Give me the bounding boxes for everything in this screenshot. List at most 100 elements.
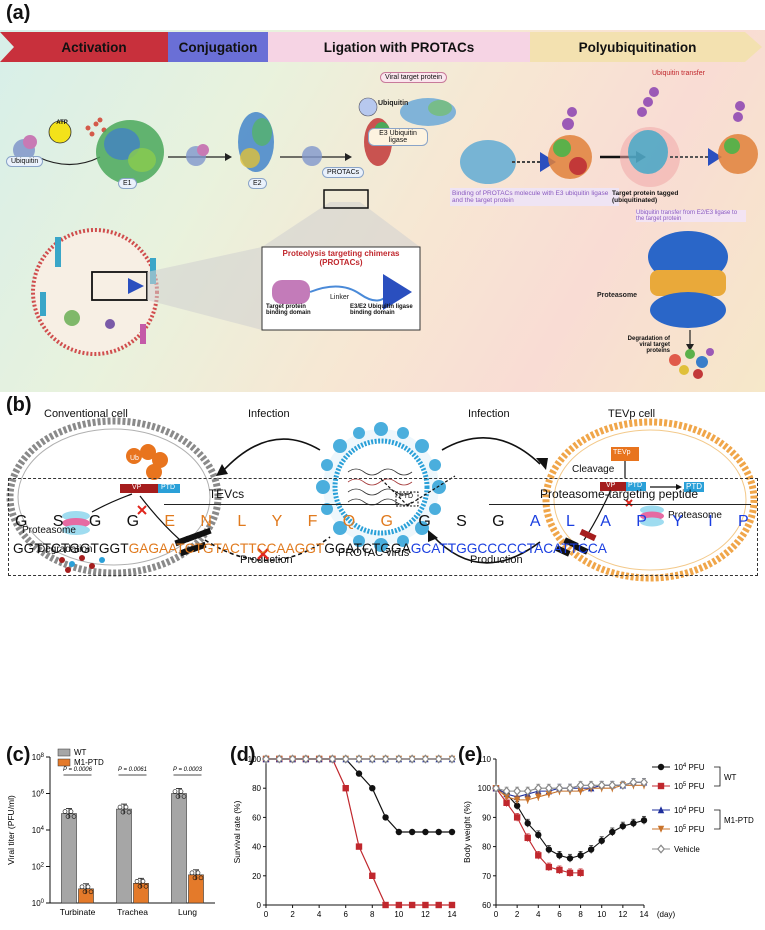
data-point xyxy=(395,901,403,909)
amino-acid-letter: G xyxy=(492,513,505,530)
data-point xyxy=(315,754,324,764)
legend-bracket xyxy=(714,766,721,787)
data-point xyxy=(355,770,363,777)
data-point xyxy=(492,783,500,793)
data-point xyxy=(435,828,442,836)
data-point xyxy=(523,786,532,796)
proteasome-icon xyxy=(648,231,728,328)
data-point xyxy=(68,809,74,814)
data-point xyxy=(503,793,510,801)
amino-acid-letter: Q xyxy=(342,513,356,530)
amino-acid-letter: N xyxy=(200,513,212,530)
data-point xyxy=(275,754,284,764)
data-point xyxy=(577,787,584,795)
data-point xyxy=(301,754,310,764)
panel-a: (a) Activation Conjugation Ligation with… xyxy=(0,0,765,392)
dna-segment-tevcs: GAGAATCTGTACTTCCAAGGT xyxy=(128,541,325,556)
data-point xyxy=(394,754,403,764)
arrow-icon xyxy=(37,156,101,166)
data-point xyxy=(535,831,542,839)
ubiquitin-label: Ubiquitin xyxy=(378,100,409,107)
data-point xyxy=(140,879,146,884)
vp-bar xyxy=(120,484,158,493)
e1-tag: E1 xyxy=(118,178,137,189)
degraded-peptides-icon xyxy=(59,555,105,573)
data-point xyxy=(62,809,68,814)
data-point xyxy=(126,809,132,815)
protac-molecule-icon xyxy=(261,246,421,331)
y-tick-label: 0 xyxy=(257,901,262,910)
legend-marker xyxy=(657,825,665,833)
binding-caption: Binding of PROTACs molecule with E3 ubiq… xyxy=(450,188,619,206)
ubiquitin-tag: Ubiquitin xyxy=(6,156,44,167)
data-point xyxy=(123,804,129,810)
data-point xyxy=(597,780,606,790)
atp-icon xyxy=(48,120,72,144)
x-tick-label: 0 xyxy=(494,910,499,919)
data-point xyxy=(369,785,376,792)
amino-acid-letter: F xyxy=(307,513,318,530)
x-tick-label: 2 xyxy=(290,910,295,919)
legend-group-label: WT xyxy=(724,773,737,782)
tevp-enzyme-icon xyxy=(611,447,639,461)
data-point xyxy=(566,783,574,793)
data-point xyxy=(435,901,442,909)
legend-label: WT xyxy=(74,748,87,757)
vp-label-left: VP xyxy=(132,484,142,491)
data-point xyxy=(566,855,574,862)
data-point xyxy=(181,794,187,799)
data-point xyxy=(576,780,585,790)
protac-virus-icon xyxy=(316,422,446,552)
data-point xyxy=(88,889,94,895)
viral-protein-stack-icon xyxy=(174,527,212,557)
data-point xyxy=(355,754,363,764)
data-point xyxy=(598,837,605,844)
free-ptd-bar xyxy=(684,482,704,492)
y-tick-label: 60 xyxy=(482,901,491,910)
amino-acid-letter: Y xyxy=(271,513,283,530)
data-point xyxy=(422,901,429,909)
data-point xyxy=(198,875,204,881)
stage-polyubiquitination: Polyubiquitination xyxy=(578,39,697,55)
x-tick-label: 14 xyxy=(448,910,457,919)
data-point xyxy=(618,780,627,790)
viral-target-tag: Viral target protein xyxy=(380,72,448,83)
data-point xyxy=(503,799,510,806)
ptd-bar xyxy=(158,484,180,493)
ptd-bar xyxy=(626,482,646,491)
amino-acid-letter: P xyxy=(738,513,749,530)
data-point xyxy=(448,901,456,909)
ubiquitination-illustration xyxy=(13,87,758,379)
data-point xyxy=(175,794,181,799)
protac-virus-label: PROTAC virus xyxy=(338,547,410,559)
data-point xyxy=(555,783,564,793)
data-point xyxy=(195,870,201,876)
panel-c-label: (c) xyxy=(6,744,31,766)
series-line xyxy=(266,758,452,833)
ubiquitinated-complex-icon xyxy=(620,87,758,187)
stage-conjugation: Conjugation xyxy=(178,39,258,55)
data-point xyxy=(120,809,126,815)
production-arrow-left xyxy=(204,536,331,562)
data-point xyxy=(524,796,531,804)
data-point xyxy=(382,814,389,821)
data-point xyxy=(524,834,531,842)
data-point xyxy=(421,754,430,764)
infection-arrow-right xyxy=(441,437,541,465)
cleavage-label: Cleavage xyxy=(572,464,615,475)
x-tick-label: 4 xyxy=(317,910,322,919)
x-tick-label: 10 xyxy=(394,910,403,919)
data-point xyxy=(545,863,553,871)
data-point xyxy=(640,817,648,824)
panel-b-label: (b) xyxy=(6,394,32,416)
data-point xyxy=(355,843,363,850)
amino-acid-letter: P xyxy=(636,513,647,530)
e2-enzyme-icon xyxy=(238,112,274,172)
tevp-cell-title: TEVp cell xyxy=(608,408,656,420)
viral-protein-stack-icon xyxy=(555,528,597,557)
data-point xyxy=(189,870,195,876)
y-axis-label: Viral titer (PFU/ml) xyxy=(6,795,16,865)
data-point xyxy=(369,872,376,879)
